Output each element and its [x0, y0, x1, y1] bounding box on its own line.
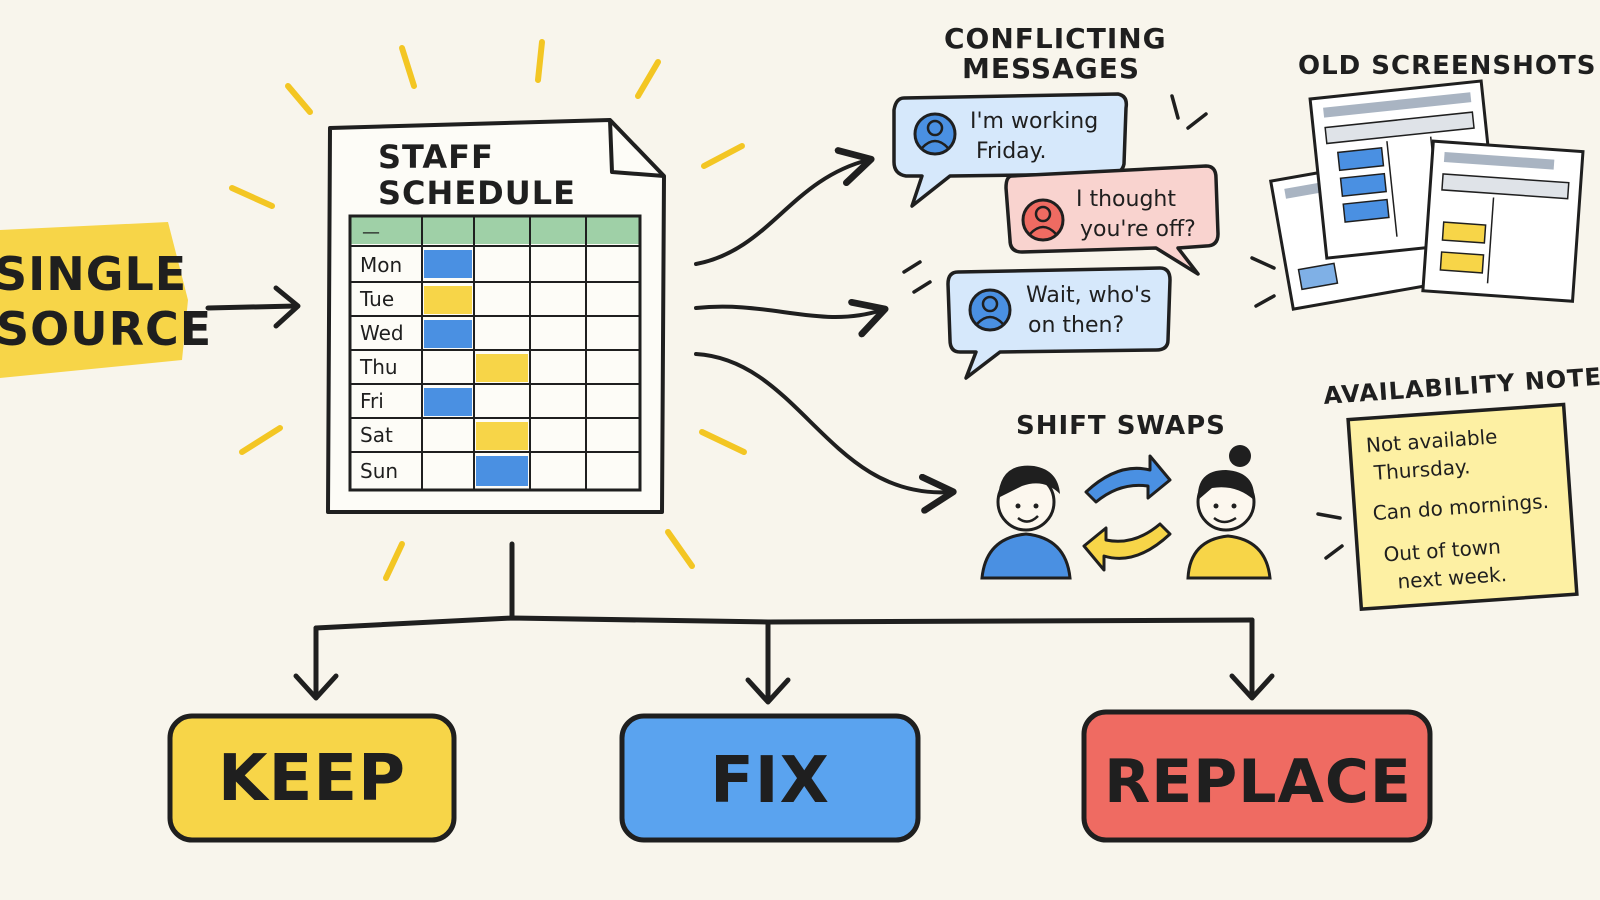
source-arrowhead — [273, 285, 301, 329]
arrow-to-shift-swaps — [694, 352, 957, 514]
arrowhead-keep — [293, 673, 339, 701]
arrow-to-messages-lower — [694, 298, 889, 338]
grid-header-mark: — — [362, 222, 380, 243]
avatar-head — [926, 119, 944, 137]
day-label-sat: Sat — [360, 423, 393, 447]
ray — [665, 529, 695, 569]
message-bubble-2: I thought you're off? — [1004, 164, 1220, 276]
fix-label: FIX — [710, 744, 830, 818]
avatar-body — [1029, 225, 1057, 235]
branch-bar — [313, 615, 1255, 631]
arrow-to-messages — [694, 147, 875, 266]
emphasis-marks — [902, 94, 1344, 560]
messages-heading-line2: MESSAGES — [962, 52, 1140, 85]
grid-border — [348, 214, 642, 492]
decision-branch — [293, 541, 1275, 705]
day-label-wed: Wed — [360, 321, 404, 345]
person-right-body — [1186, 534, 1272, 580]
replace-button[interactable]: REPLACE — [1081, 709, 1433, 843]
ray — [699, 429, 747, 455]
person-left-hair — [998, 465, 1060, 498]
message-bubble-3: Wait, who's on then? — [946, 266, 1172, 380]
highlight-rays — [229, 39, 747, 581]
avatar-body — [976, 315, 1004, 325]
shift-cell-thu — [476, 354, 528, 382]
replace-label: REPLACE — [1104, 747, 1412, 817]
day-label-mon: Mon — [360, 253, 402, 277]
swap-arrows-icon — [1082, 454, 1172, 572]
ray — [635, 59, 661, 99]
shift-cell-sat — [476, 422, 528, 450]
bubble-shape — [1004, 164, 1220, 276]
person-right — [1186, 445, 1272, 580]
ray — [701, 143, 745, 169]
day-label-thu: Thu — [359, 355, 398, 379]
arrowhead-replace — [1229, 673, 1275, 701]
person-left — [980, 465, 1072, 580]
screenshots-heading: OLD SCREENSHOTS — [1298, 51, 1596, 81]
message-bubble-1: I'm working Friday. — [892, 92, 1129, 208]
person-right-bun — [1229, 445, 1251, 467]
schedule-title-line1: STAFF — [378, 138, 494, 176]
ray — [229, 185, 275, 209]
ray — [535, 39, 545, 83]
bubble1-line1: I'm working — [970, 109, 1098, 134]
shift-cell-fri — [424, 388, 472, 416]
ray — [239, 425, 283, 455]
ray — [285, 83, 313, 115]
source-to-schedule-arrow — [205, 303, 299, 311]
document-fold — [608, 119, 665, 178]
sticky-note — [1346, 402, 1579, 612]
person-right-hair — [1197, 470, 1255, 500]
bubble3-line2: on then? — [1028, 313, 1124, 338]
person-left-body — [980, 532, 1072, 580]
source-line2: SOURCE — [0, 302, 212, 356]
bubble1-line2: Friday. — [976, 139, 1047, 164]
bubble2-line1: I thought — [1076, 187, 1176, 212]
availability-heading: AVAILABILITY NOTES — [1322, 361, 1600, 410]
day-label-tue: Tue — [359, 287, 394, 311]
fix-button-shape[interactable] — [619, 713, 921, 843]
grid-lines — [350, 216, 640, 490]
bubble3-line1: Wait, who's — [1026, 283, 1151, 308]
schedule-title-line2: SCHEDULE — [378, 174, 576, 212]
source-line1: SINGLE — [0, 247, 187, 301]
avatar-head — [981, 295, 999, 313]
staff-schedule-document: STAFF SCHEDULE — — [326, 118, 666, 514]
keep-button[interactable]: KEEP — [167, 713, 457, 843]
single-source-label: SINGLE SOURCE — [0, 222, 212, 378]
bubble2-line2: you're off? — [1080, 217, 1196, 242]
shift-cell-mon — [424, 250, 472, 278]
availability-note: Not available Thursday. Can do mornings.… — [1346, 402, 1579, 612]
grid-header-row — [350, 216, 640, 244]
ray — [383, 541, 405, 581]
ray — [399, 45, 417, 89]
old-screenshots-stack — [1268, 79, 1585, 311]
avatar-body — [921, 139, 949, 149]
day-label-sun: Sun — [360, 459, 398, 483]
fix-button[interactable]: FIX — [619, 713, 921, 843]
keep-button-shape[interactable] — [167, 713, 457, 843]
shift-cell-tue — [424, 286, 472, 314]
source-highlight — [0, 222, 188, 378]
shift-cell-wed — [424, 320, 472, 348]
replace-button-shape[interactable] — [1081, 709, 1433, 843]
messages-heading-line1: CONFLICTING — [944, 22, 1167, 55]
arrowhead-fix — [745, 677, 791, 705]
day-label-fri: Fri — [360, 389, 384, 413]
shift-swaps-heading: SHIFT SWAPS — [1016, 411, 1226, 441]
keep-label: KEEP — [218, 742, 406, 816]
screenshot-front — [1421, 139, 1585, 303]
avatar-head — [1034, 205, 1052, 223]
shift-cell-sun — [476, 456, 528, 486]
